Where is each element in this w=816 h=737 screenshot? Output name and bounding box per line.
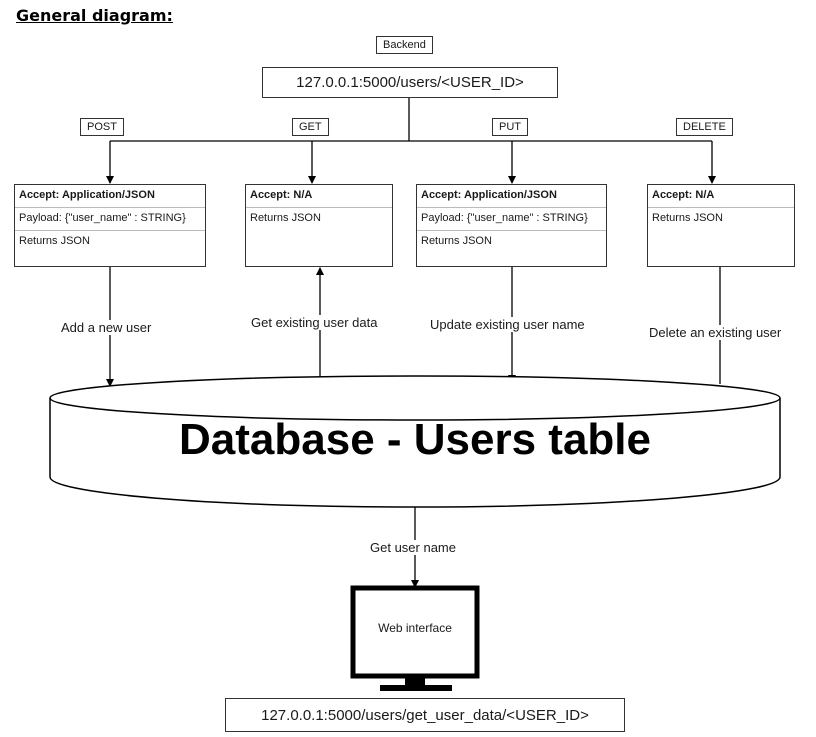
monitor-icon (350, 585, 480, 691)
card-returns: Returns JSON (652, 212, 723, 224)
database-label: Database - Users table (179, 415, 651, 464)
backend-url-box: 127.0.0.1:5000/users/<USER_ID> (262, 67, 558, 98)
cylinder-top (49, 375, 781, 421)
post-edge-label: Add a new user (59, 320, 154, 335)
page-title: General diagram: (16, 6, 173, 25)
method-tag-put: PUT (492, 118, 528, 136)
method-tag-post: POST (80, 118, 124, 136)
card-accept: Accept: N/A (648, 185, 794, 208)
card-payload: Payload: {"user_name" : STRING} (15, 208, 205, 231)
post-endpoint-card: Accept: Application/JSON Payload: {"user… (14, 184, 206, 267)
card-returns: Returns JSON (421, 235, 492, 247)
card-payload: Payload: {"user_name" : STRING} (417, 208, 606, 231)
put-endpoint-card: Accept: Application/JSON Payload: {"user… (416, 184, 607, 267)
monitor-screen (350, 585, 480, 679)
database-cylinder (49, 375, 781, 508)
get-endpoint-card: Accept: N/A Returns JSON (245, 184, 393, 267)
card-accept: Accept: Application/JSON (417, 185, 606, 208)
web-url-box: 127.0.0.1:5000/users/get_user_data/<USER… (225, 698, 625, 732)
card-accept: Accept: Application/JSON (15, 185, 205, 208)
get-edge-label: Get existing user data (249, 315, 380, 330)
method-tag-get: GET (292, 118, 329, 136)
db-to-web-label: Get user name (368, 540, 458, 555)
monitor-neck (405, 676, 425, 685)
method-tag-delete: DELETE (676, 118, 733, 136)
monitor-base (380, 685, 452, 691)
db-connectors (106, 267, 721, 387)
card-returns: Returns JSON (19, 235, 90, 247)
card-accept: Accept: N/A (246, 185, 392, 208)
backend-branches (106, 96, 716, 184)
backend-label: Backend (376, 36, 433, 54)
delete-edge-label: Delete an existing user (647, 325, 784, 340)
card-returns: Returns JSON (250, 212, 321, 224)
delete-endpoint-card: Accept: N/A Returns JSON (647, 184, 795, 267)
cylinder-body (49, 398, 781, 508)
web-interface-label: Web interface (378, 621, 452, 635)
put-edge-label: Update existing user name (428, 317, 587, 332)
